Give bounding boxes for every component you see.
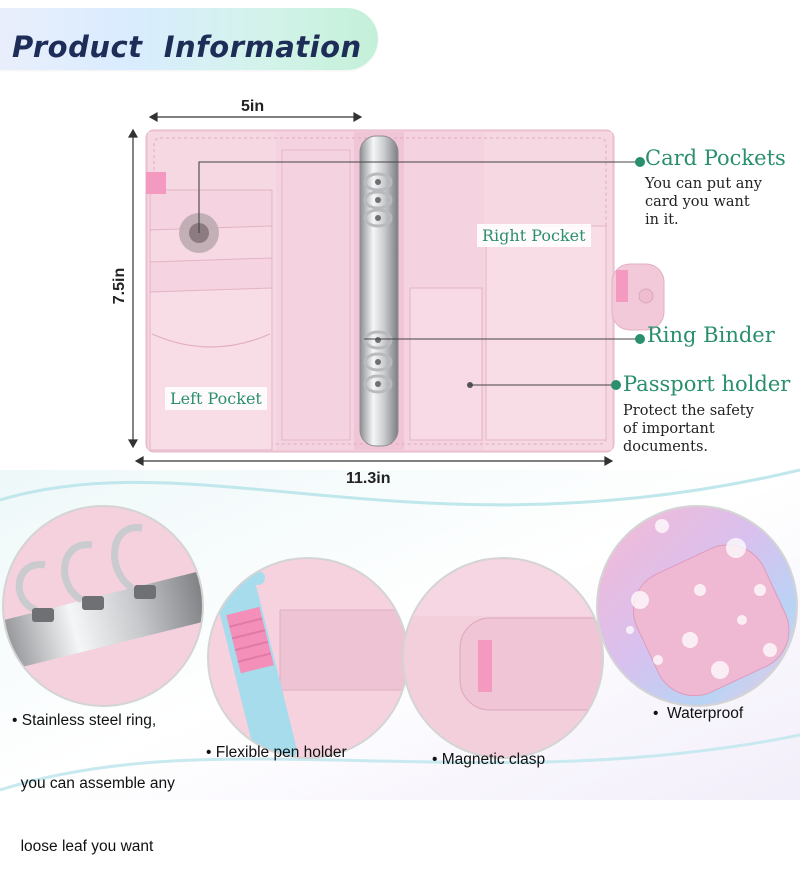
- height-label: 7.5in: [111, 267, 128, 305]
- dimension-lines: [127, 111, 614, 467]
- callout-pointers: [179, 157, 645, 390]
- total-width-label: 11.3in: [346, 470, 391, 487]
- ring-feature-line: • Stainless steel ring,: [12, 712, 157, 729]
- passport-holder-desc: Protect the safety of important document…: [623, 402, 754, 456]
- left-pocket-label: Left Pocket: [165, 387, 267, 410]
- magnetic-clasp-caption: • Magnetic clasp: [432, 751, 546, 768]
- detail-circle-waterproof: [596, 505, 798, 707]
- page-title: Product Information: [12, 30, 362, 64]
- ring-feature-line: you can assemble any: [12, 775, 175, 792]
- width-label: 5in: [241, 98, 265, 115]
- card-pockets-desc-line: card you want: [645, 194, 750, 210]
- product-infographic: [0, 111, 800, 800]
- ring-binder-title: Ring Binder: [647, 323, 775, 347]
- pen-strap: [146, 172, 166, 194]
- magnetic-clasp: [611, 263, 665, 331]
- passport-holder-desc-line: Protect the safety: [623, 403, 754, 419]
- right-pocket-label: Right Pocket: [477, 224, 591, 247]
- card-pockets-title: Card Pockets: [645, 146, 786, 170]
- ring-feature-line: loose leaf you want: [12, 838, 154, 855]
- card-pockets-desc-line: in it.: [645, 212, 679, 228]
- detail-circle-pen-holder: [207, 557, 409, 759]
- ring-feature-caption: • Stainless steel ring, you can assemble…: [12, 668, 175, 878]
- pen-holder-caption: • Flexible pen holder: [206, 744, 347, 761]
- wallet-open-view: [145, 129, 665, 453]
- waterproof-caption: • Waterproof: [653, 705, 744, 722]
- card-pockets-desc-line: You can put any: [645, 176, 762, 192]
- detail-circle-rings: [2, 505, 204, 707]
- header-banner: Product Information: [0, 8, 378, 70]
- passport-holder-title: Passport holder: [623, 372, 791, 396]
- passport-holder-desc-line: documents.: [623, 439, 709, 455]
- passport-holder-desc-line: of important: [623, 421, 715, 437]
- ring-binder: [359, 135, 399, 447]
- detail-circle-clasp: [402, 557, 604, 759]
- card-pockets-desc: You can put any card you want in it.: [645, 175, 762, 229]
